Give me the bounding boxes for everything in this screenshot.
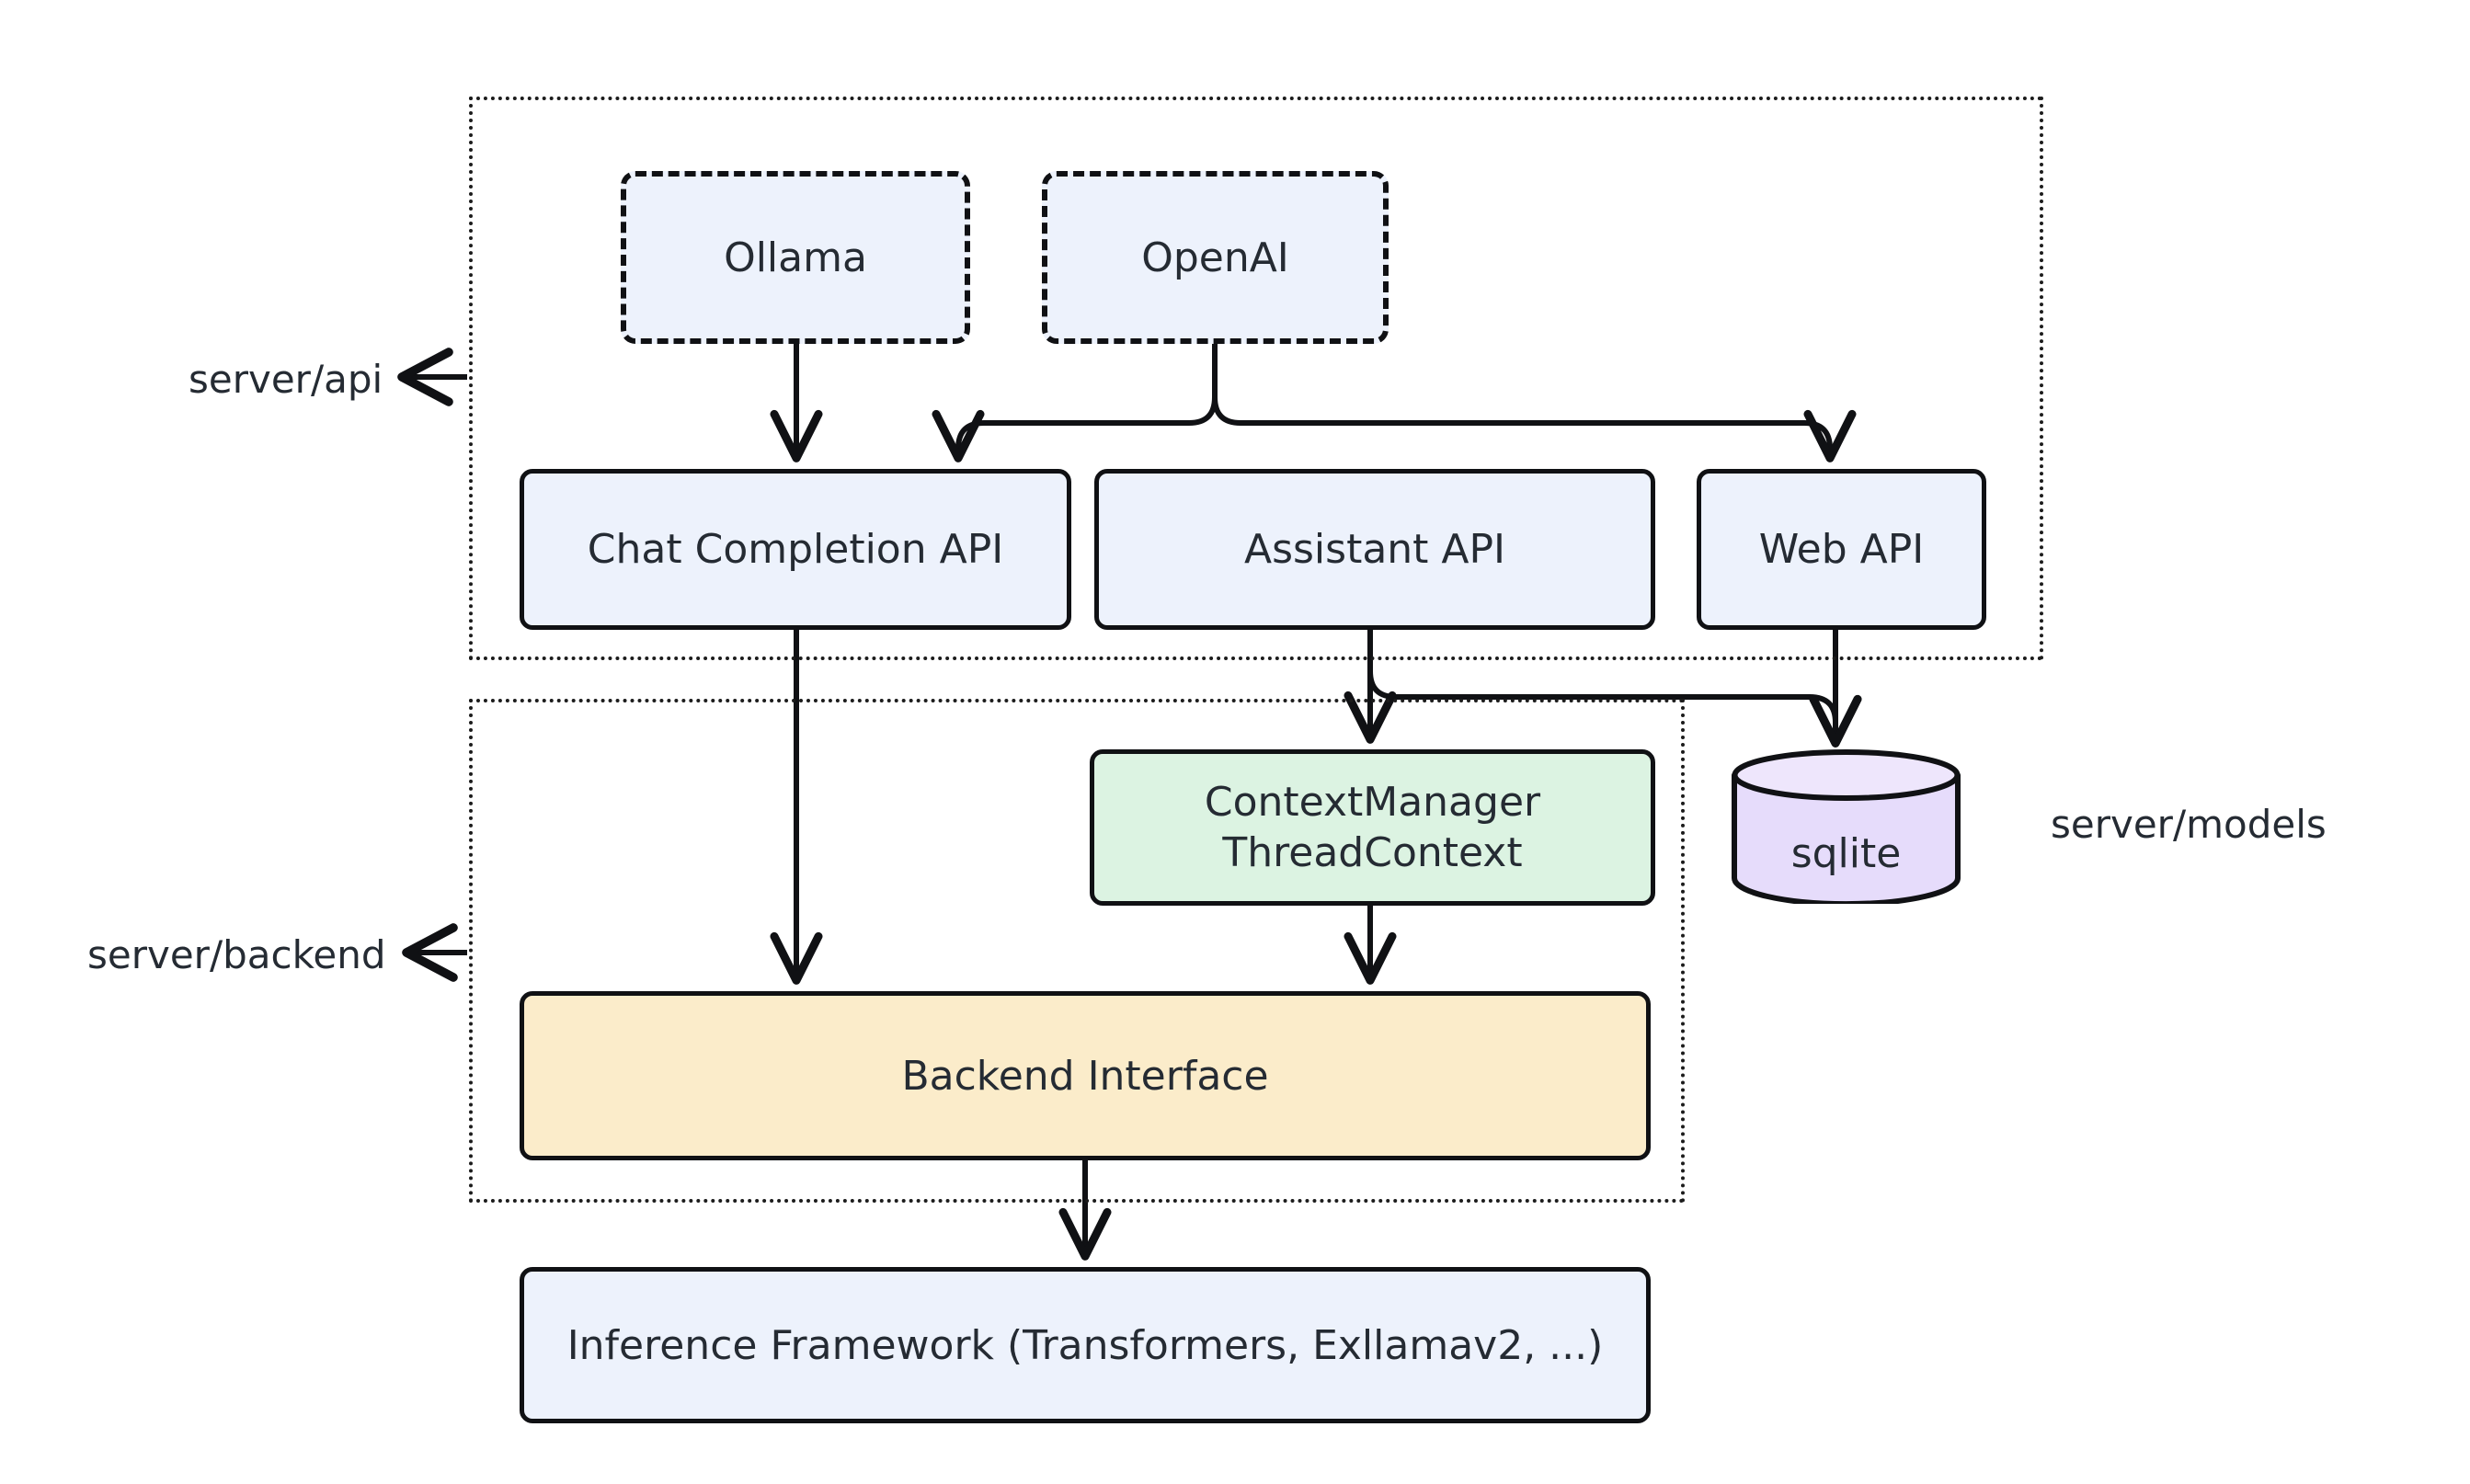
node-backend-interface-label: Backend Interface bbox=[901, 1052, 1269, 1100]
node-openai-label: OpenAI bbox=[1141, 234, 1289, 281]
node-assistant-api-label: Assistant API bbox=[1243, 526, 1506, 573]
node-web-api-label: Web API bbox=[1758, 526, 1925, 573]
node-context-manager[interactable]: ContextManager ThreadContext bbox=[1090, 749, 1655, 906]
group-server-backend bbox=[469, 699, 1685, 1203]
node-chat-completion-api-label: Chat Completion API bbox=[587, 526, 1004, 573]
node-openai[interactable]: OpenAI bbox=[1042, 171, 1389, 344]
node-backend-interface[interactable]: Backend Interface bbox=[520, 991, 1651, 1160]
annotation-server-models: server/models bbox=[2051, 802, 2327, 847]
node-chat-completion-api[interactable]: Chat Completion API bbox=[520, 469, 1071, 630]
node-inference-framework[interactable]: Inference Framework (Transformers, Exlla… bbox=[520, 1267, 1651, 1423]
node-ollama-label: Ollama bbox=[724, 234, 867, 281]
node-context-manager-label: ContextManager ThreadContext bbox=[1204, 779, 1541, 876]
node-inference-framework-label: Inference Framework (Transformers, Exlla… bbox=[566, 1321, 1604, 1369]
node-ollama[interactable]: Ollama bbox=[621, 171, 970, 344]
group-label-server-api: server/api bbox=[189, 357, 383, 402]
node-web-api[interactable]: Web API bbox=[1697, 469, 1986, 630]
node-sqlite[interactable]: sqlite bbox=[1729, 749, 1963, 908]
sqlite-cylinder-shape bbox=[1732, 749, 1961, 908]
group-server-api bbox=[469, 97, 2043, 660]
node-assistant-api[interactable]: Assistant API bbox=[1094, 469, 1655, 630]
group-label-server-backend: server/backend bbox=[87, 932, 386, 977]
